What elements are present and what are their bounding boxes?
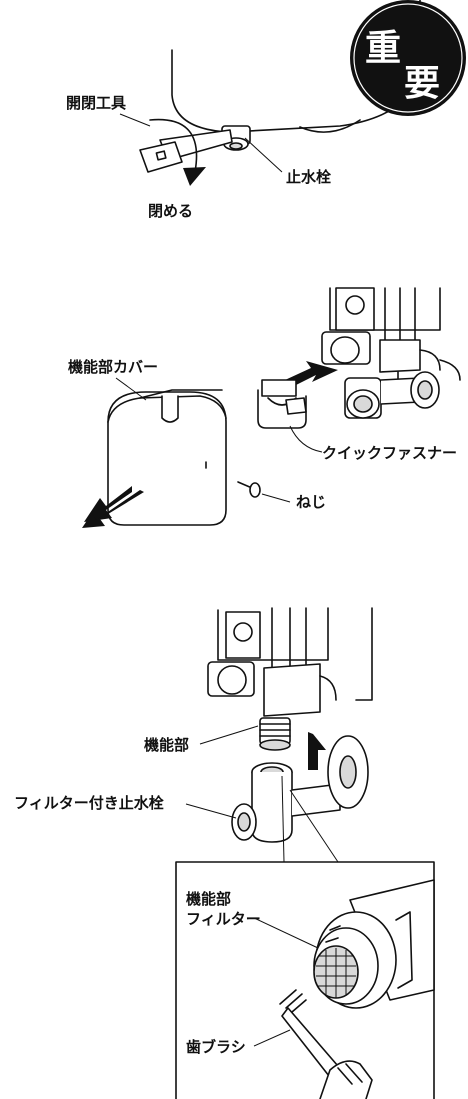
function-unit-detail <box>207 607 373 751</box>
unit-label: 機能部 <box>144 736 189 754</box>
inset-connector-left <box>281 775 285 863</box>
pull-arrow-cover <box>84 486 132 522</box>
brush-leader <box>253 1029 291 1047</box>
section-remove-cover: クイックファスナー 機能部カバー ねじ <box>68 287 461 528</box>
filter-valve-label: フィルター付き止水栓 <box>14 794 164 812</box>
badge-circle <box>350 0 466 116</box>
push-up-arrow <box>308 732 326 770</box>
fastener-label: クイックファスナー <box>322 444 457 462</box>
tool-leader <box>119 113 151 127</box>
valve-label: 止水栓 <box>286 168 331 186</box>
tool-label: 開閉工具 <box>66 94 126 112</box>
filter-leader <box>253 917 319 949</box>
filter-label-line1: 機能部 <box>186 890 231 908</box>
filter-stop-valve <box>231 735 369 843</box>
opening-tool <box>139 129 233 173</box>
close-action-label: 閉める <box>148 202 193 220</box>
section-clean-filter: 機能部 フィルター付き止水栓 <box>14 607 435 1099</box>
function-unit <box>321 287 461 419</box>
valve-leader <box>244 137 283 173</box>
cover-leader <box>115 377 147 401</box>
brush-label: 歯ブラシ <box>186 1038 246 1056</box>
detail-inset: 機能部 フィルター 歯ブラシ <box>175 861 435 1099</box>
screw <box>237 481 261 498</box>
screw-leader <box>261 493 291 503</box>
pull-arrow-fastener <box>285 361 338 388</box>
filter-label-line2: フィルター <box>186 910 261 928</box>
filter-valve-leader <box>185 803 237 819</box>
quick-fastener <box>257 379 307 429</box>
screw-label: ねじ <box>296 493 326 511</box>
cover-label: 機能部カバー <box>68 358 158 376</box>
function-cover <box>107 389 227 526</box>
fastener-leader <box>289 425 323 453</box>
inset-connector-right <box>289 789 339 863</box>
badge-char-bottom: 要 <box>404 63 440 104</box>
important-badge: 重 要 <box>350 0 466 116</box>
unit-leader <box>199 725 259 745</box>
rotation-arrow <box>149 118 206 186</box>
badge-char-top: 重 <box>365 28 401 69</box>
hand <box>319 1060 373 1099</box>
